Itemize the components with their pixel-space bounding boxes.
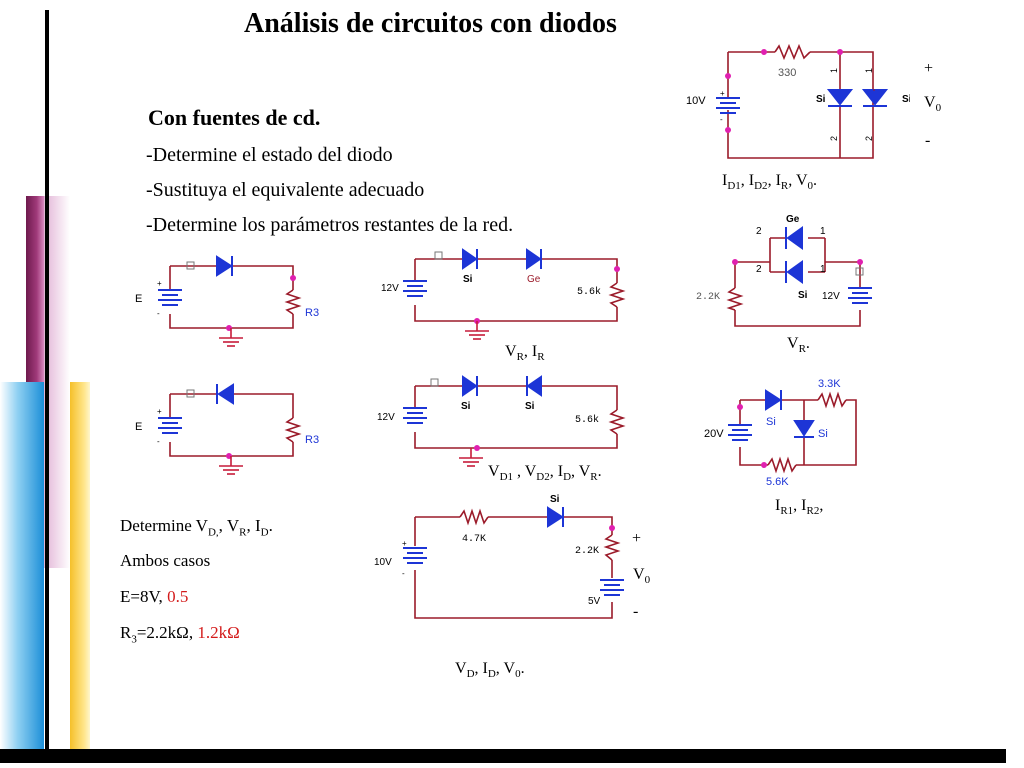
svg-text:-: - [720,115,723,124]
source-label: 12V [822,291,840,302]
problem-line-3: E=8V, 0.5 [120,587,189,606]
circuit-si-ge-series: Si Ge 12V 5.6k [381,248,626,340]
resistor-label: 4.7K [462,534,486,545]
problem-line-2: Ambos casos [120,551,211,570]
svg-text:+: + [402,539,407,548]
source-label: 10V [686,95,706,107]
si-label: Si [798,290,808,301]
circuit-si-5v-source: Si 4.7K 10V 2.2K 5V + - [374,494,624,619]
source-label: 12V [381,283,399,294]
v0-minus: - [925,132,931,149]
v0-label: V0 [924,94,942,115]
diode1-label: Si [816,94,826,105]
diode-label: Si [550,494,560,505]
resistor-label: R3 [305,434,319,446]
diode2-label: Si [818,428,828,440]
circuit-parallel-si-diodes: 330 10V Si Si 1 1 2 2 + - [686,43,910,159]
diode2-label: Ge [527,274,541,285]
circuit-ge-si-antiparallel: Ge 2 1 2 1 Si 2.2K 12V [696,214,872,327]
source-label: E [135,421,142,433]
bottom-v0-label: V0 [633,566,651,587]
svg-text:+: + [157,407,162,416]
caption-si-si: VD1 , VD2, ID, VR. [488,463,602,484]
resistor-label: 330 [778,67,796,79]
svg-text:+: + [720,89,725,98]
bottom-v0-plus: + [632,530,642,547]
step-1: -Determine el estado del diodo [146,144,393,166]
diode1-label: Si [461,401,471,412]
problem-line-1: Determine VD,, VR, ID. [120,516,273,539]
resistor-label: 5.6k [575,414,599,426]
bottom-bar [0,749,1006,763]
ge-label: Ge [786,214,800,225]
svg-text:-: - [402,569,405,578]
diode2-label: Si [902,94,910,105]
step-2: -Sustituya el equivalente adecuado [146,179,425,201]
circuit-si-si-opposed: Si Si 12V 5.6k [377,375,626,467]
source-label: 10V [374,557,392,568]
pin-label: 2 [756,226,762,237]
pin-label: 2 [756,264,762,275]
caption-right-bottom: IR1, IR2, [775,497,824,518]
pin-label: 2 [829,136,839,141]
resistor2-label: 2.2K [575,546,599,557]
pin-label: 1 [820,264,826,275]
resistor-label: 2.2K [696,292,720,303]
decorative-blue-stripe [0,382,44,749]
source-label: E [135,293,142,305]
svg-text:-: - [157,437,160,446]
caption-top-right: ID1, ID2, IR, V0. [722,172,817,193]
circuit-e-diode-forward: E R3 + - [135,255,319,347]
step-3: -Determine los parámetros restantes de l… [146,214,514,236]
caption-right-mid: VR. [787,335,810,356]
bottom-v0-minus: - [633,603,639,620]
subtitle: Con fuentes de cd. [148,105,321,130]
resistor1-label: 3.3K [818,378,841,390]
caption-bottom: VD, ID, V0. [455,660,525,681]
svg-text:-: - [157,309,160,318]
diode1-label: Si [463,274,473,285]
svg-text:+: + [157,279,162,288]
resistor2-label: 5.6K [766,476,789,485]
problem-line-4: R3=2.2kΩ, 1.2kΩ [120,623,240,646]
circuit-e-diode-reverse: E R3 + - [135,383,319,475]
slide-title: Análisis de circuitos con diodos [244,8,617,39]
resistor-label: 5.6k [577,286,601,298]
resistor-label: R3 [305,307,319,319]
v0-plus: + [924,60,934,77]
source2-label: 5V [588,596,601,607]
pin-label: 1 [820,226,826,237]
source-label: 20V [704,428,724,440]
pin-label: 1 [829,68,839,73]
diode1-label: Si [766,416,776,428]
pin-label: 1 [864,68,874,73]
source-label: 12V [377,412,395,423]
pin-label: 2 [864,136,874,141]
decorative-yellow-stripe [70,382,90,749]
circuit-si-si-mixed: 3.3K Si Si 20V 5.6K [704,378,857,485]
vertical-divider-line [45,10,49,758]
diode2-label: Si [525,401,535,412]
caption-si-ge: VR, IR [505,343,545,364]
